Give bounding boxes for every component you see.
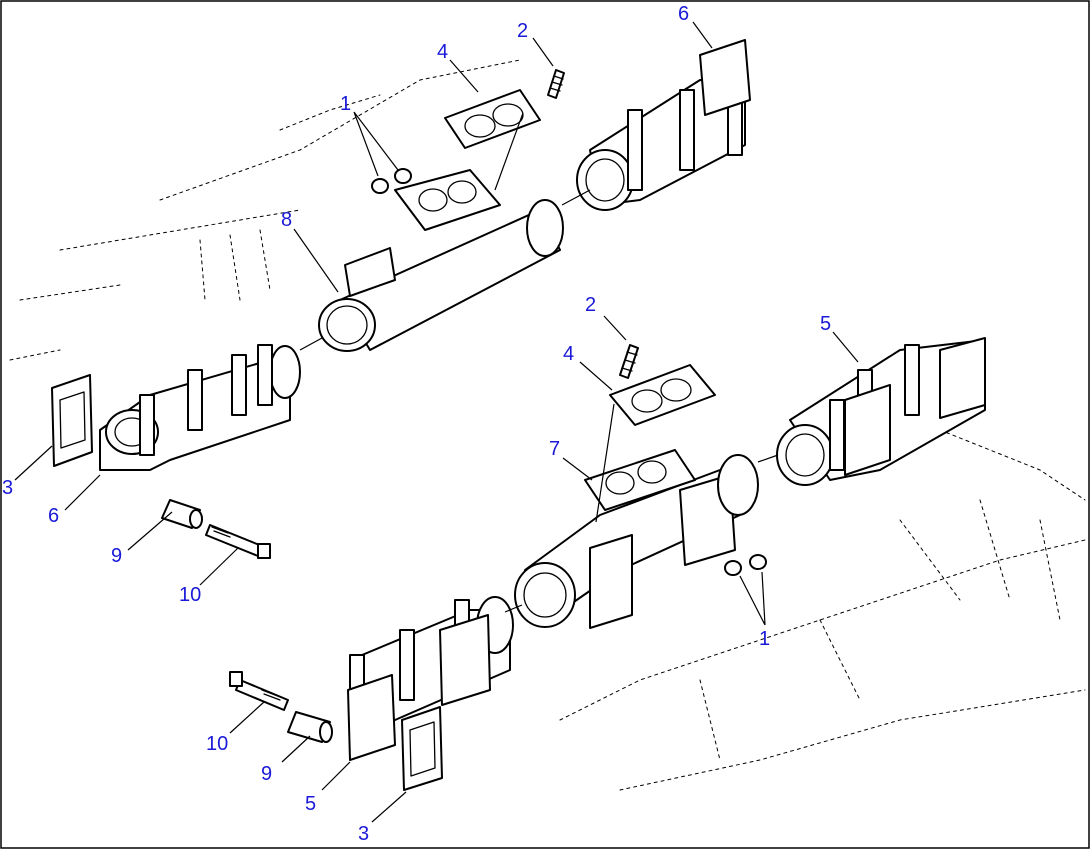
callout-5-lower-front: 5 xyxy=(305,793,316,815)
callout-4-lower: 4 xyxy=(563,343,574,365)
leader-lines xyxy=(14,21,859,823)
callout-9-upper: 9 xyxy=(111,545,122,567)
callout-labels: 1 2 4 6 8 3 6 9 10 2 4 5 7 1 10 9 5 3 xyxy=(2,3,831,845)
callout-2-upper: 2 xyxy=(517,20,528,42)
engine-block-outline-lower xyxy=(559,429,1086,791)
callout-6-upper-front: 6 xyxy=(48,505,59,527)
callout-7: 7 xyxy=(549,438,560,460)
upper-gasket-3 xyxy=(51,374,93,467)
upper-stud-2 xyxy=(547,69,565,99)
callout-9-lower: 9 xyxy=(261,763,272,785)
upper-bolt-10 xyxy=(205,524,271,559)
upper-nuts-1 xyxy=(371,168,412,194)
lower-nuts-1 xyxy=(724,554,767,576)
callout-8: 8 xyxy=(281,209,292,231)
callout-2-lower: 2 xyxy=(585,294,596,316)
callout-1-upper: 1 xyxy=(340,93,351,115)
callout-10-upper: 10 xyxy=(179,584,201,606)
upper-gasket-4 xyxy=(444,89,541,149)
upper-rear-manifold xyxy=(576,39,751,211)
callout-10-lower: 10 xyxy=(206,733,228,755)
lower-bolt-10 xyxy=(229,671,289,711)
lower-gasket-4 xyxy=(609,364,716,426)
assembly-centerlines xyxy=(299,189,779,613)
callout-1-lower: 1 xyxy=(759,628,770,650)
lower-front-manifold xyxy=(347,596,514,761)
upper-front-manifold xyxy=(99,344,301,471)
callout-3-upper: 3 xyxy=(2,477,13,499)
callout-5-lower-rear: 5 xyxy=(820,313,831,335)
lower-gasket-3 xyxy=(401,706,443,791)
lower-spacer-9 xyxy=(287,711,333,743)
upper-spacer-9 xyxy=(161,499,203,529)
callout-6-upper-rear: 6 xyxy=(678,3,689,25)
lower-center-pipe-7 xyxy=(514,449,759,629)
engine-block-outline-upper xyxy=(9,59,521,361)
callout-4-upper: 4 xyxy=(437,41,448,63)
lower-rear-manifold xyxy=(776,337,986,486)
callout-3-lower: 3 xyxy=(358,823,369,845)
upper-center-pipe-8 xyxy=(318,169,564,352)
lower-stud-2 xyxy=(619,344,639,379)
